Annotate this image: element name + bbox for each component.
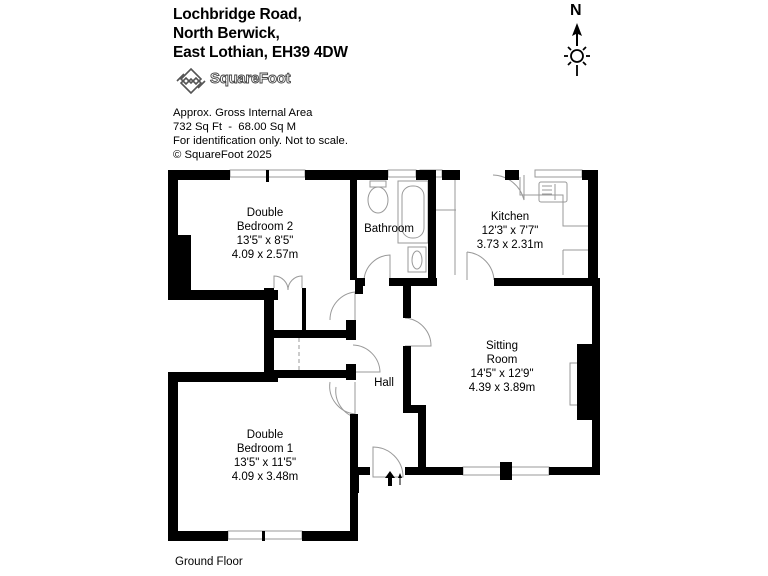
entrance-arrow-icon bbox=[385, 471, 402, 486]
room-label-bathroom: Bathroom bbox=[364, 223, 414, 235]
address-line-1: Lochbridge Road, bbox=[173, 6, 302, 23]
compass-north-label: N bbox=[570, 2, 582, 19]
address-line-2: North Berwick, bbox=[173, 25, 280, 42]
squarefoot-logo: SquareFoot bbox=[174, 67, 314, 95]
room-label-bedroom-1: Double Bedroom 1 13'5" x 11'5" 4.09 x 3.… bbox=[231, 429, 299, 483]
floor-label: Ground Floor bbox=[175, 556, 243, 568]
walls bbox=[168, 170, 600, 541]
room-label-hall: Hall bbox=[374, 377, 394, 389]
north-arrow-icon bbox=[564, 23, 590, 76]
copyright: © SquareFoot 2025 bbox=[173, 149, 272, 161]
squarefoot-logo-icon bbox=[176, 67, 206, 95]
property-address: Lochbridge Road, North Berwick, East Lot… bbox=[173, 5, 348, 62]
area-info: Approx. Gross Internal Area 732 Sq Ft - … bbox=[173, 106, 348, 162]
disclaimer: For identification only. Not to scale. bbox=[173, 135, 348, 147]
area-title: Approx. Gross Internal Area bbox=[173, 107, 313, 119]
room-label-sitting-room: Sitting Room 14'5" x 12'9" 4.39 x 3.89m bbox=[468, 340, 536, 394]
compass: N bbox=[556, 2, 600, 82]
room-label-kitchen: Kitchen 12'3" x 7'7" 3.73 x 2.31m bbox=[476, 211, 544, 251]
room-label-bedroom-2: Double Bedroom 2 13'5" x 8'5" 4.09 x 2.5… bbox=[231, 207, 299, 261]
address-line-3: East Lothian, EH39 4DW bbox=[173, 44, 348, 61]
area-value: 732 Sq Ft - 68.00 Sq M bbox=[173, 121, 297, 133]
logo-text: SquareFoot bbox=[210, 70, 292, 88]
